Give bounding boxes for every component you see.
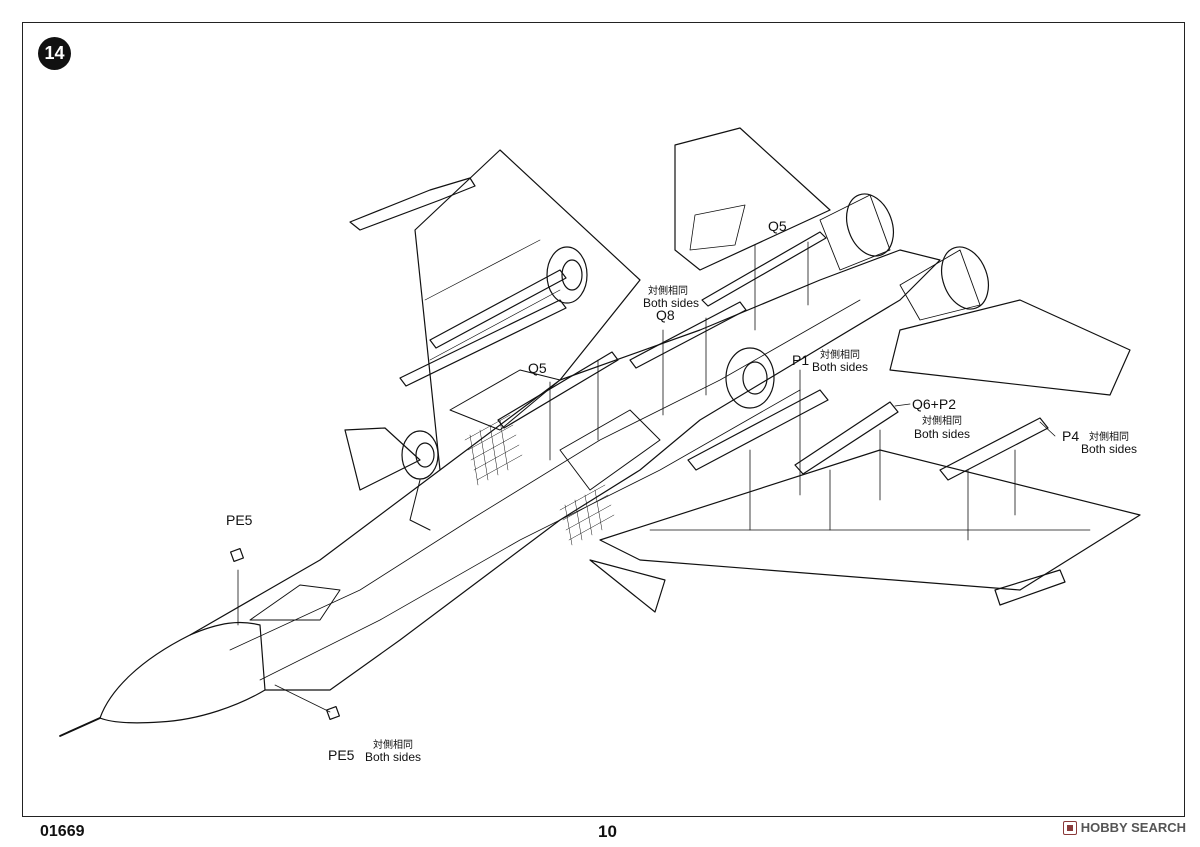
label-p1: P1 <box>792 352 810 368</box>
pe5-part-top <box>229 547 245 563</box>
missile-q5-top <box>701 231 827 307</box>
intake-grille-left <box>464 414 523 486</box>
rudder-panel <box>689 204 746 251</box>
label-p1-note-en: Both sides <box>812 360 869 374</box>
missile-q8 <box>629 301 747 369</box>
missile-q5-left <box>497 351 619 429</box>
label-p4: P4 <box>1062 428 1080 444</box>
engine-nozzle-lower <box>941 246 989 310</box>
label-q6p2: Q6+P2 <box>912 396 956 412</box>
left-intake <box>449 369 561 431</box>
left-wingtip-rail <box>349 177 476 231</box>
label-pe5-top: PE5 <box>226 512 253 528</box>
pylon-left-2 <box>429 269 567 349</box>
label-q5-top: Q5 <box>768 218 787 234</box>
left-wing <box>414 149 641 471</box>
intake-grille-right <box>559 484 615 546</box>
page-number: 10 <box>598 822 617 841</box>
label-p4-note-cn: 対側相同 <box>1089 432 1129 443</box>
label-q8-note-cn: 対側相同 <box>648 286 688 297</box>
watermark: HOBBY SEARCH <box>1062 820 1186 835</box>
fuselage <box>189 249 941 691</box>
right-stabilizer <box>889 299 1131 396</box>
label-q8: Q8 <box>656 307 675 323</box>
engine-nozzle-upper <box>846 193 894 257</box>
watermark-logo-icon <box>1062 820 1077 835</box>
left-wing-panel-2 <box>424 239 541 301</box>
nose-cone <box>67 621 266 733</box>
fuselage-centerline <box>229 299 861 651</box>
right-intake <box>559 409 661 491</box>
label-p4-note-en: Both sides <box>1081 442 1138 456</box>
label-pe5-note-en: Both sides <box>365 750 422 764</box>
canopy-frame <box>249 584 341 621</box>
pitot-probe <box>59 717 101 737</box>
product-code: 01669 <box>40 823 85 840</box>
main-wheel-center <box>725 347 775 409</box>
pe5-part-bottom <box>325 705 341 721</box>
label-q6p2-note-cn: 対側相同 <box>922 416 962 427</box>
label-q8-note-en: Both sides <box>643 296 700 310</box>
engine-nacelle-upper <box>819 194 891 271</box>
page-frame <box>22 22 1185 817</box>
main-wheel-left <box>546 246 588 304</box>
watermark-text: HOBBY SEARCH <box>1080 820 1186 835</box>
leader-lines <box>237 241 1056 713</box>
label-p1-note-cn: 対側相同 <box>820 350 860 361</box>
left-wing-panel <box>429 289 561 361</box>
ventral-fin <box>589 559 666 613</box>
fuselage-panel-line <box>259 389 801 681</box>
label-q5-left: Q5 <box>528 360 547 376</box>
step-number-badge: 14 <box>38 37 71 70</box>
pylon-left-1 <box>399 299 567 387</box>
missile-p1 <box>687 389 829 471</box>
nose-wheel <box>401 430 439 480</box>
left-canard <box>344 427 421 491</box>
right-wing <box>599 449 1141 591</box>
missile-q6p2 <box>794 401 899 475</box>
nose-gear-strut <box>409 479 431 531</box>
label-q6p2-note-en: Both sides <box>914 427 971 441</box>
engine-nacelle-lower <box>899 249 981 321</box>
right-wingtip-rail <box>994 569 1066 606</box>
left-vertical-tail <box>674 127 831 271</box>
label-pe5-note-cn: 対側相同 <box>373 740 413 751</box>
missile-p4 <box>939 417 1049 481</box>
label-pe5-bottom: PE5 <box>328 747 355 763</box>
